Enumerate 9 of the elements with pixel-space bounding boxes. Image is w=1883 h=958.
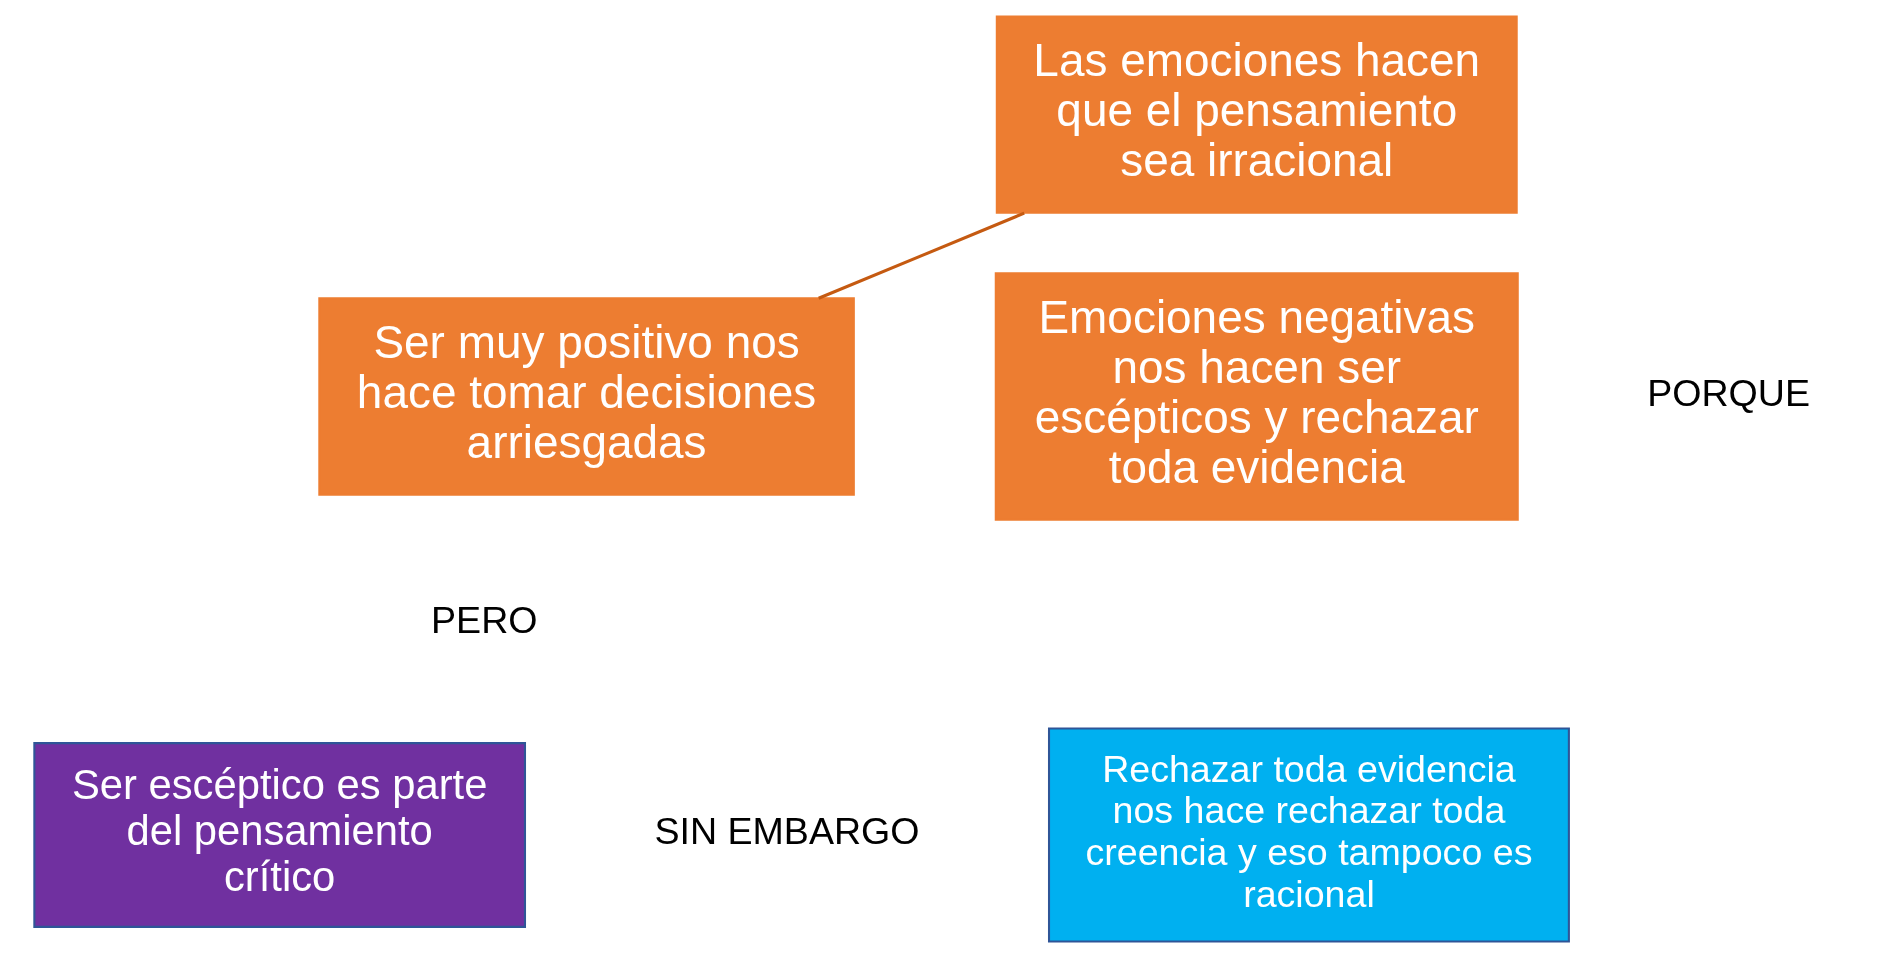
connector xyxy=(818,211,1025,300)
node-box: Las emociones hacen que el pensamiento sea irracional xyxy=(995,15,1518,214)
label: PORQUE xyxy=(1647,371,1811,414)
label: PERO xyxy=(431,599,538,642)
node-box: Emociones negativas nos hacen ser escépticos y rechazar toda evidencia xyxy=(994,272,1519,521)
node-box: Ser muy positivo nos hace tomar decisiones arriesgadas xyxy=(318,297,855,496)
node-box: Rechazar toda evidencia nos hace rechazar toda creencia y eso tampoco es racional xyxy=(1047,727,1570,943)
node-box: Ser escéptico es parte del pensamiento crítico xyxy=(33,742,527,928)
label: SIN EMBARGO xyxy=(654,810,920,853)
